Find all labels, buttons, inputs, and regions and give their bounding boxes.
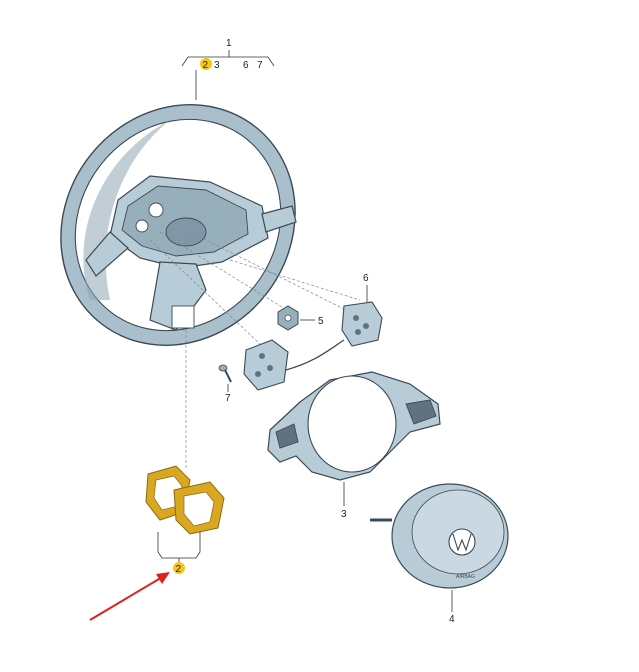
sub-item-7: 7 [257, 60, 263, 71]
vw-logo-icon [448, 528, 476, 556]
steering-wheel [60, 104, 297, 346]
gold-trim-pieces: 2 [145, 465, 225, 575]
callout-5: 5 [318, 316, 324, 327]
callout-3: 3 [341, 509, 347, 520]
assembly-lines [149, 231, 361, 470]
sub-item-3: 3 [214, 60, 220, 71]
red-arrow-icon [89, 572, 170, 621]
screw-part: 7 [218, 364, 232, 404]
callout-2: 2 [176, 564, 182, 575]
group-number: 1 [226, 38, 232, 49]
trim-cover: 3 [267, 371, 441, 520]
highlight-badge [200, 58, 212, 70]
group-label-1: 1 2 3 6 7 [181, 38, 275, 100]
switch-module-right: 6 [285, 273, 383, 371]
airbag-unit: AIRBAG 4 [370, 483, 509, 625]
sub-item-2: 2 [203, 60, 209, 71]
callout-4: 4 [449, 614, 455, 625]
nut-part: 5 [277, 305, 324, 331]
callout-6: 6 [363, 273, 369, 284]
callout-7: 7 [225, 393, 231, 404]
highlight-badge-bottom [173, 562, 185, 574]
airbag-text: AIRBAG [456, 574, 475, 580]
sub-item-6: 6 [243, 60, 249, 71]
switch-module-left [243, 339, 289, 391]
